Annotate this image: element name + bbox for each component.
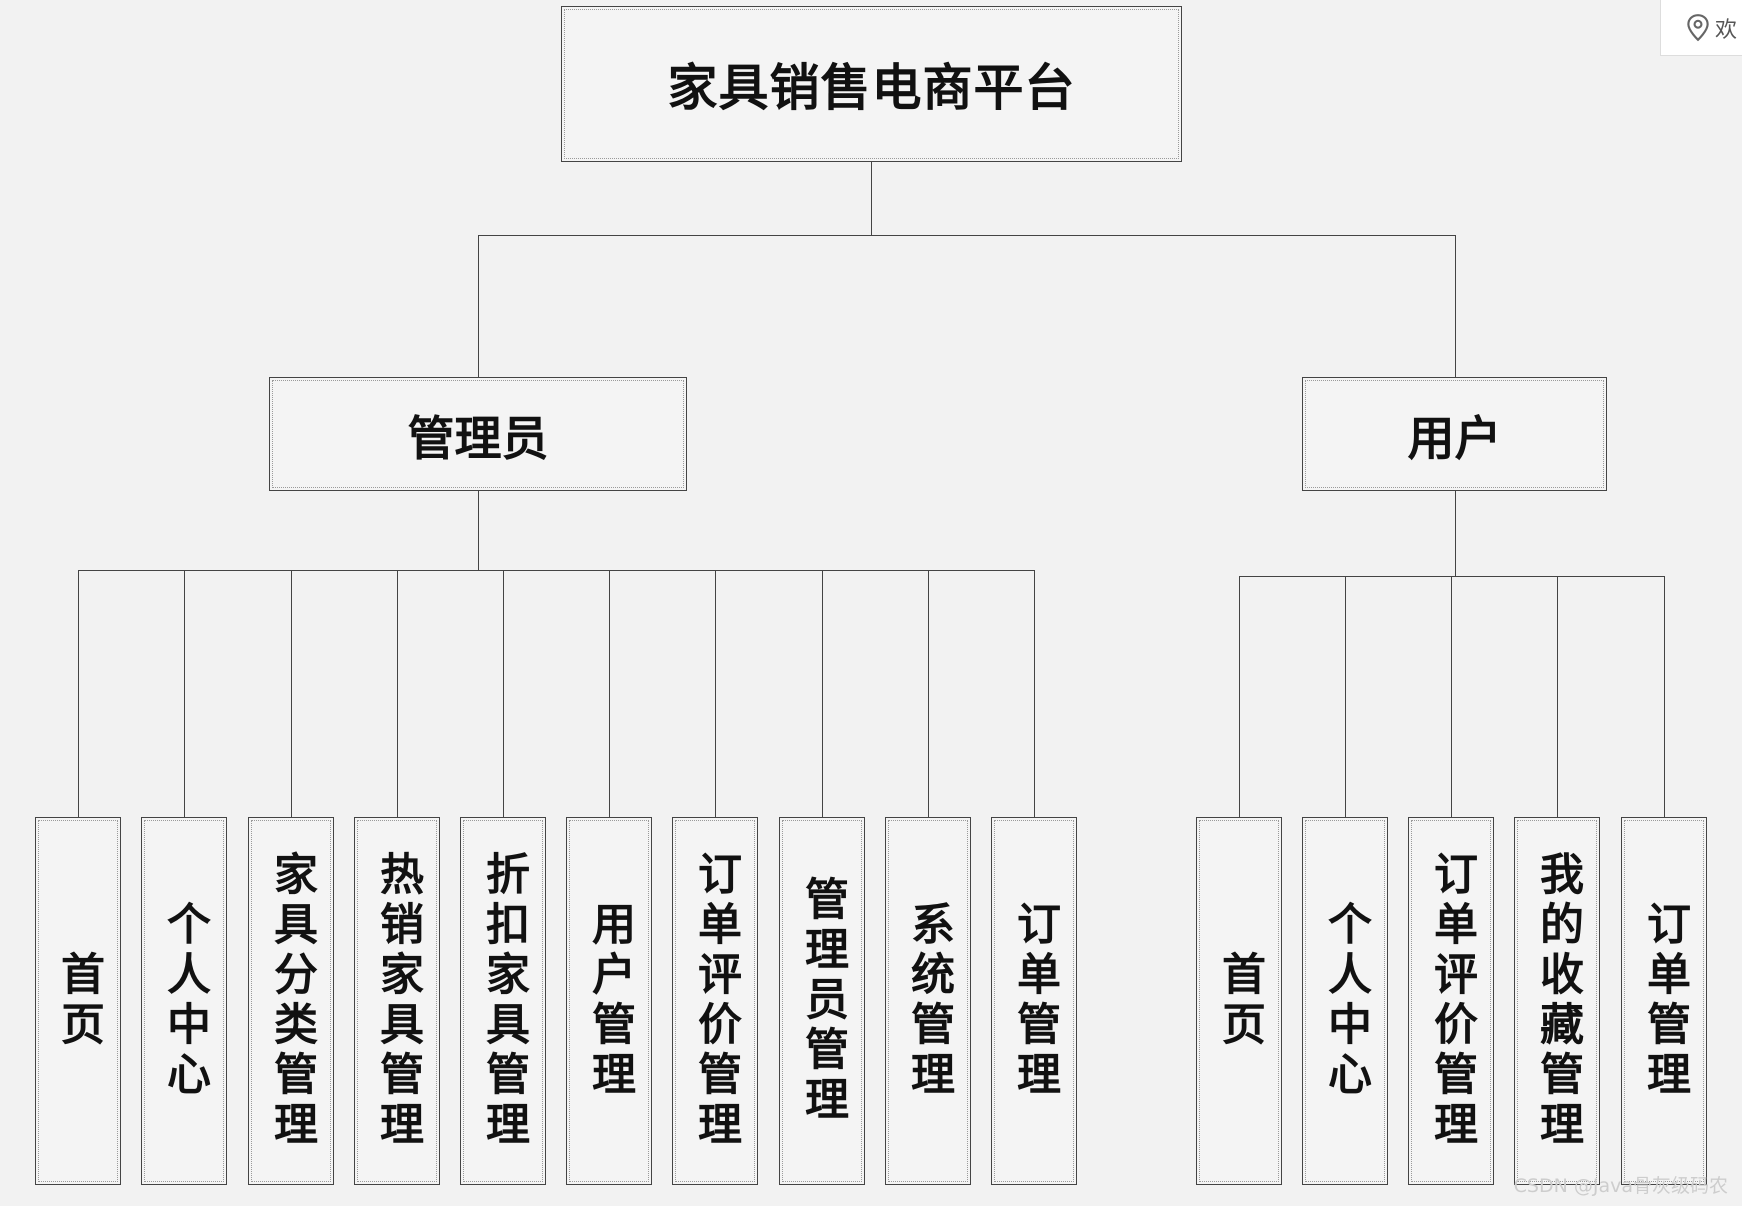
user-module-label: 个人中心 <box>1320 901 1371 1101</box>
connector-admin-leaf <box>1034 570 1035 817</box>
admin-module-node: 折扣家具管理 <box>460 817 546 1185</box>
user-module-label: 订单评价管理 <box>1426 851 1477 1151</box>
user-module-node: 订单评价管理 <box>1408 817 1494 1185</box>
connector-admin-bar <box>78 570 1035 571</box>
connector-admin-leaf <box>822 570 823 817</box>
role-label-admin: 管理员 <box>407 411 549 467</box>
connector-root-down <box>871 162 872 236</box>
connector-user-leaf <box>1451 576 1452 817</box>
connector-user-leaf <box>1345 576 1346 817</box>
floating-widget-label: 欢 <box>1715 17 1738 43</box>
admin-module-node: 首页 <box>35 817 121 1185</box>
connector-admin-leaf <box>928 570 929 817</box>
admin-module-label: 个人中心 <box>159 901 210 1101</box>
admin-module-node: 订单评价管理 <box>672 817 758 1185</box>
connector-user-leaf <box>1239 576 1240 817</box>
user-module-label: 我的收藏管理 <box>1532 851 1583 1151</box>
admin-module-node: 热销家具管理 <box>354 817 440 1185</box>
admin-module-label: 首页 <box>53 951 104 1051</box>
connector-user-leaf <box>1557 576 1558 817</box>
admin-module-label: 折扣家具管理 <box>478 851 529 1151</box>
admin-module-node: 用户管理 <box>566 817 652 1185</box>
connector-admin-leaf <box>78 570 79 817</box>
connector-admin-down <box>478 491 479 570</box>
user-module-node: 个人中心 <box>1302 817 1388 1185</box>
user-module-label: 订单管理 <box>1639 901 1690 1101</box>
role-node-admin: 管理员 <box>269 377 687 491</box>
admin-module-node: 家具分类管理 <box>248 817 334 1185</box>
role-node-user: 用户 <box>1302 377 1607 491</box>
admin-module-label: 系统管理 <box>903 901 954 1101</box>
admin-module-label: 订单管理 <box>1009 901 1060 1101</box>
connector-admin-leaf <box>503 570 504 817</box>
connector-admin-leaf <box>291 570 292 817</box>
admin-module-label: 热销家具管理 <box>372 851 423 1151</box>
root-title: 家具销售电商平台 <box>667 59 1076 117</box>
connector-user-down <box>1455 491 1456 576</box>
user-module-label: 首页 <box>1214 951 1265 1051</box>
root-node: 家具销售电商平台 <box>561 6 1182 162</box>
user-module-node: 订单管理 <box>1621 817 1707 1185</box>
admin-module-label: 订单评价管理 <box>690 851 741 1151</box>
admin-module-label: 用户管理 <box>584 901 635 1101</box>
admin-module-label: 家具分类管理 <box>266 851 317 1151</box>
connector-roles-bar <box>478 235 1455 236</box>
connector-admin-leaf <box>609 570 610 817</box>
connector-to-admin <box>478 235 479 377</box>
connector-admin-leaf <box>715 570 716 817</box>
connector-user-leaf <box>1664 576 1665 817</box>
connector-admin-leaf <box>184 570 185 817</box>
location-pin-icon <box>1687 13 1709 41</box>
csdn-watermark: CSDN @Java骨灰级码农 <box>1513 1175 1728 1197</box>
admin-module-node: 个人中心 <box>141 817 227 1185</box>
admin-module-node: 管理员管理 <box>779 817 865 1185</box>
floating-location-widget[interactable]: 欢 <box>1660 0 1742 56</box>
role-label-user: 用户 <box>1407 411 1502 467</box>
admin-module-node: 订单管理 <box>991 817 1077 1185</box>
user-module-node: 我的收藏管理 <box>1514 817 1600 1185</box>
admin-module-node: 系统管理 <box>885 817 971 1185</box>
admin-module-label: 管理员管理 <box>797 876 848 1126</box>
user-module-node: 首页 <box>1196 817 1282 1185</box>
connector-admin-leaf <box>397 570 398 817</box>
connector-to-user <box>1455 235 1456 377</box>
